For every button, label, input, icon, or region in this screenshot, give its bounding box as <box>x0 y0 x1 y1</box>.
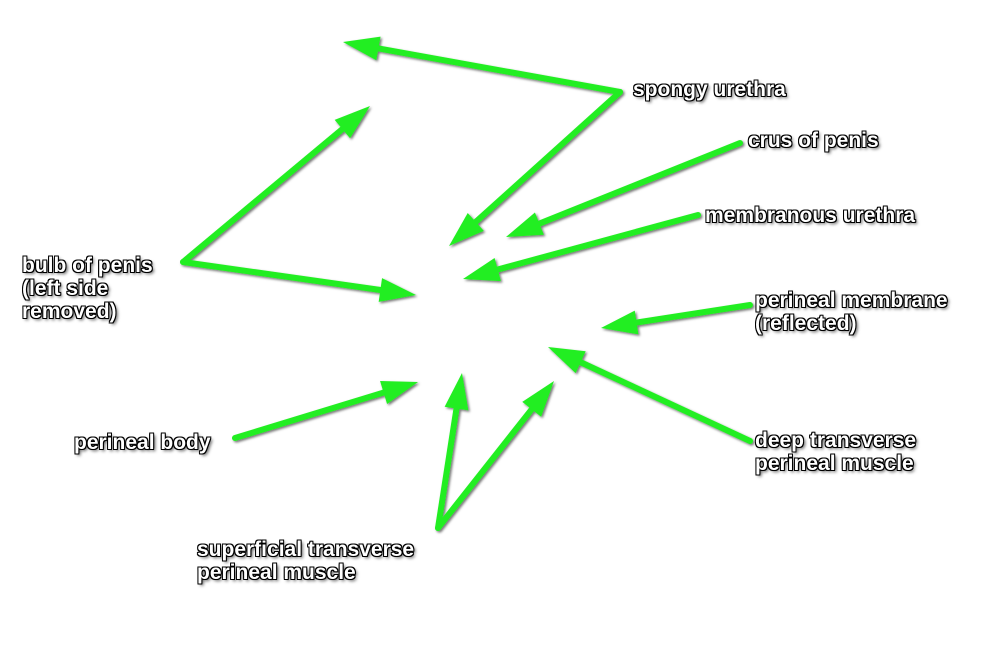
arrow-head <box>334 106 370 139</box>
arrow-head <box>380 381 418 405</box>
arrow-shaft <box>435 403 460 531</box>
label-deep-transverse-perineal-muscle: deep transverse perineal muscle <box>755 429 916 475</box>
arrow-spongy-urethra-lower <box>449 89 623 246</box>
label-superficial-transverse-perineal-muscle: superficial transverse perineal muscle <box>197 538 414 584</box>
label-line: superficial transverse <box>197 538 415 561</box>
label-line: perineal membrane <box>755 289 948 312</box>
label-line: bulb of penis <box>22 254 153 277</box>
arrow-head <box>343 36 381 61</box>
arrow-perineal-body <box>232 381 418 441</box>
arrow-superficial-transverse-left <box>435 373 469 531</box>
arrow-crus-of-penis <box>506 140 743 237</box>
arrow-perineal-membrane <box>601 302 753 335</box>
arrow-spongy-urethra-upper <box>343 36 623 95</box>
label-line: spongy urethra <box>633 78 786 101</box>
arrow-head <box>522 381 554 417</box>
label-crus-of-penis: crus of penis <box>748 129 879 152</box>
arrow-head <box>548 347 586 374</box>
arrow-head <box>444 373 469 411</box>
arrow-shaft <box>631 302 753 326</box>
label-perineal-body: perineal body <box>74 431 211 454</box>
label-bulb-of-penis: bulb of penis (left side removed) <box>22 254 153 323</box>
arrow-head <box>601 310 639 335</box>
label-line: deep transverse <box>755 429 917 452</box>
label-line: crus of penis <box>748 129 879 152</box>
label-line: perineal body <box>74 431 211 454</box>
arrow-shaft <box>575 358 753 444</box>
arrow-shaft <box>180 259 386 294</box>
label-spongy-urethra: spongy urethra <box>633 78 786 101</box>
arrow-shaft <box>492 212 701 274</box>
label-line: removed) <box>22 300 117 323</box>
arrow-shaft <box>534 140 743 228</box>
arrow-head <box>378 278 416 302</box>
arrow-head <box>449 212 484 246</box>
arrow-shaft <box>373 45 623 95</box>
arrow-deep-transverse-perineal-muscle <box>548 347 753 444</box>
label-line: perineal muscle <box>197 561 356 584</box>
arrow-shaft <box>180 124 347 265</box>
arrow-bulb-of-penis-upper <box>180 106 370 265</box>
label-perineal-membrane: perineal membrane (reflected) <box>755 289 948 335</box>
arrow-head <box>506 212 544 237</box>
arrow-membranous-urethra <box>463 212 701 282</box>
arrow-shaft <box>232 388 389 441</box>
label-membranous-urethra: membranous urethra <box>705 204 915 227</box>
label-line: (left side <box>22 277 109 300</box>
arrow-head <box>463 257 501 282</box>
label-line: (reflected) <box>755 312 857 335</box>
arrow-superficial-transverse-right <box>435 381 554 531</box>
arrow-shaft <box>435 404 536 531</box>
arrow-shaft <box>471 89 623 227</box>
label-line: membranous urethra <box>705 204 916 227</box>
arrow-bulb-of-penis-lower <box>180 259 416 302</box>
label-line: perineal muscle <box>755 452 914 475</box>
